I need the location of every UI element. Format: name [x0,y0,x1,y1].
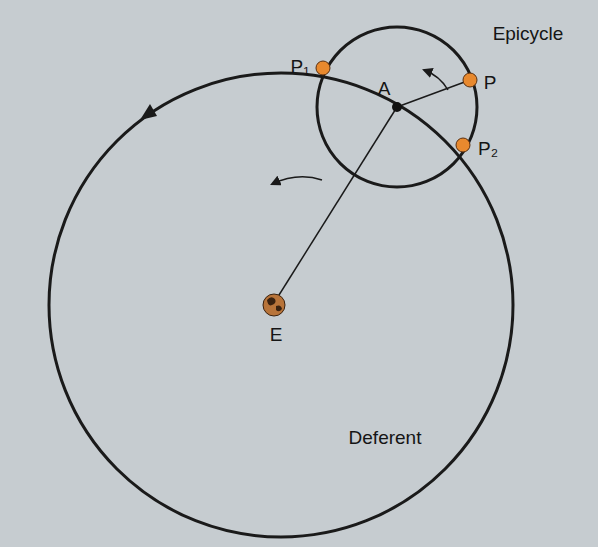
motion-arrow [424,70,448,90]
planet-dot [456,138,470,152]
point-label: E [270,325,283,344]
earth-symbol [263,294,285,316]
part-name: Epicycle [493,24,564,43]
epicycle-radius-line [397,80,470,107]
point-label: P₂ [478,139,498,158]
earth-symbol [267,297,282,311]
planet-dot [316,61,330,75]
deferent-arrowhead [140,104,157,120]
point-label: A [378,79,391,98]
deferent-circle [49,73,513,537]
point-label: P [484,73,497,92]
planet-dot [463,73,477,87]
epicycle-circle [317,27,477,187]
radius-line [274,107,397,303]
center-dot [392,102,402,112]
part-name: Deferent [349,428,422,447]
motion-arrow [272,177,322,184]
point-label: P₁ [290,57,309,76]
